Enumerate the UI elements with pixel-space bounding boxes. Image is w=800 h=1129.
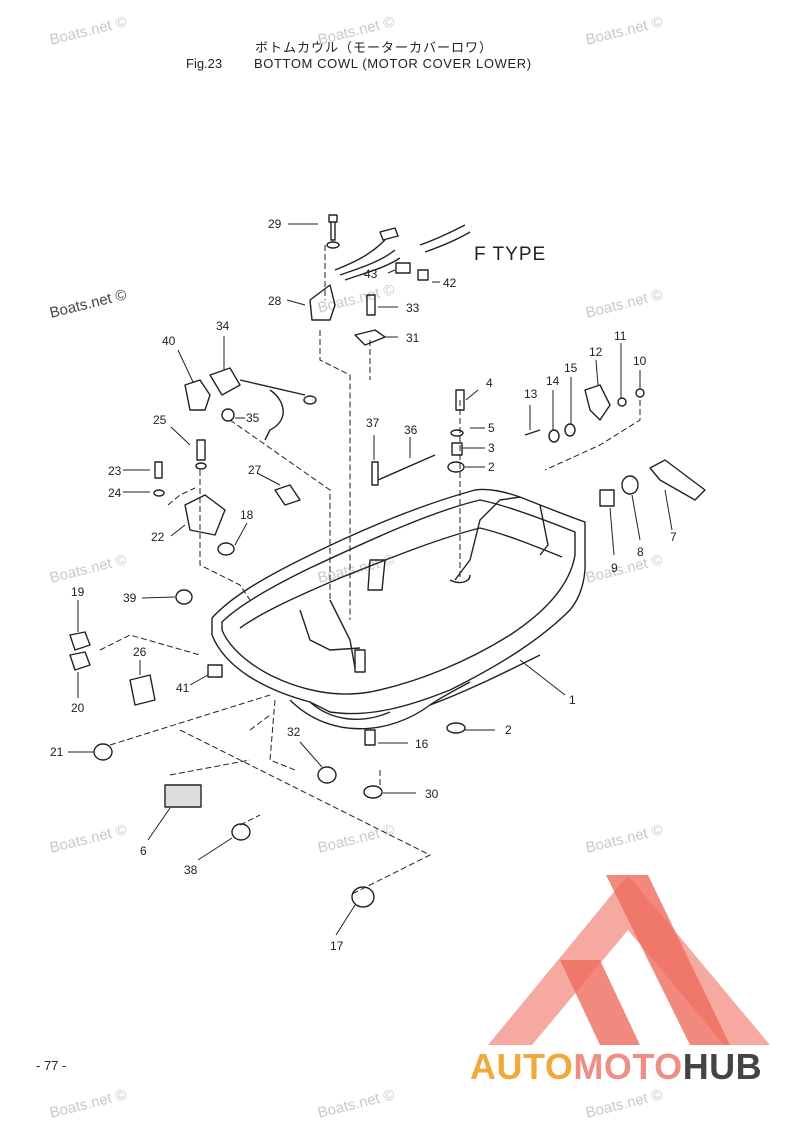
- callout-4: 4: [486, 376, 493, 390]
- pin-icon: [371, 461, 379, 486]
- callout-18: 18: [240, 508, 254, 522]
- spacer-icon: [451, 442, 463, 456]
- callout-26: 26: [133, 645, 147, 659]
- callout-19: 19: [71, 585, 85, 599]
- callout-10: 10: [633, 354, 647, 368]
- plate-icon: [129, 674, 156, 706]
- bottom-cowl-shape: [211, 488, 586, 730]
- callout-31: 31: [406, 331, 420, 345]
- grommet-icon: [217, 542, 235, 556]
- bolt-icon: [196, 439, 206, 461]
- sensor-icon: [209, 367, 317, 441]
- connector-icon: [395, 262, 411, 274]
- callout-15: 15: [564, 361, 578, 375]
- bracket-icon: [184, 494, 226, 536]
- callout-5: 5: [488, 421, 495, 435]
- japanese-title: ボトムカウル（モーターカバーロワ）: [255, 40, 494, 55]
- grommet-icon: [221, 408, 235, 422]
- washer-icon: [447, 461, 465, 473]
- plate-icon: [354, 329, 386, 346]
- washer-icon: [446, 722, 466, 734]
- callout-2-lower: 2: [505, 723, 512, 737]
- callout-39: 39: [123, 591, 137, 605]
- label-plate-icon: [164, 784, 202, 808]
- callout-25: 25: [153, 413, 167, 427]
- brand-part-auto: AUTO: [470, 1046, 574, 1087]
- callout-29: 29: [268, 217, 282, 231]
- callout-40: 40: [162, 334, 176, 348]
- washer-icon: [635, 388, 645, 398]
- grommet-icon: [93, 743, 113, 761]
- callout-24: 24: [108, 486, 122, 500]
- bracket-icon: [184, 379, 211, 411]
- callout-38: 38: [184, 863, 198, 877]
- callout-33: 33: [406, 301, 420, 315]
- clip-icon: [417, 269, 429, 281]
- lever-icon: [584, 384, 611, 421]
- screw-icon: [154, 461, 163, 479]
- callout-16: 16: [415, 737, 429, 751]
- bolt-icon: [364, 729, 376, 746]
- clip-icon: [274, 484, 301, 506]
- grommet-icon: [175, 589, 193, 605]
- screw-icon: [524, 429, 541, 436]
- callout-30: 30: [425, 787, 439, 801]
- rod-icon: [377, 454, 436, 481]
- callout-9: 9: [611, 561, 618, 575]
- leader-lines: [99, 245, 641, 896]
- callout-3: 3: [488, 441, 495, 455]
- fig-label: Fig.23: [186, 56, 223, 71]
- clip-icon: [69, 651, 91, 671]
- f-type-label: F TYPE: [474, 244, 547, 265]
- page-title: BOTTOM COWL (MOTOR COVER LOWER): [254, 56, 532, 71]
- callout-20: 20: [71, 701, 85, 715]
- bolt-part-icon: [326, 214, 340, 249]
- switch-icon: [309, 284, 336, 321]
- page-number: - 77 -: [36, 1058, 67, 1073]
- brand-wordmark: AUTOMOTOHUB: [470, 1046, 762, 1088]
- brand-logo-icon: [488, 875, 770, 1045]
- grommet-icon: [231, 823, 251, 841]
- connector-icon: [207, 664, 223, 678]
- gear-icon: [621, 475, 639, 495]
- callout-34: 34: [216, 319, 230, 333]
- callout-37: 37: [366, 416, 380, 430]
- callout-14: 14: [546, 374, 560, 388]
- plug-icon: [351, 886, 375, 908]
- bushing-icon: [599, 489, 615, 507]
- callout-13: 13: [524, 387, 538, 401]
- screw-icon: [366, 294, 376, 316]
- callout-7: 7: [670, 530, 677, 544]
- callout-labels: 29 43 42 28 33 31 40 34 35 25 23 24 27 2…: [50, 217, 677, 953]
- callout-22: 22: [151, 530, 165, 544]
- brand-part-hub: HUB: [682, 1046, 763, 1087]
- plug-icon: [317, 766, 337, 784]
- callout-8: 8: [637, 545, 644, 559]
- callout-1: 1: [569, 693, 576, 707]
- callout-41: 41: [176, 681, 190, 695]
- callout-28: 28: [268, 294, 282, 308]
- callout-6: 6: [140, 844, 147, 858]
- wire-harness-icon: [334, 224, 471, 281]
- bolt-icon: [455, 389, 465, 411]
- clip-icon: [69, 631, 91, 651]
- callout-21: 21: [50, 745, 64, 759]
- callout-36: 36: [404, 423, 418, 437]
- brand-part-moto: MOTO: [573, 1046, 683, 1087]
- washer-icon: [617, 397, 627, 407]
- callout-23: 23: [108, 464, 122, 478]
- callout-42: 42: [443, 276, 457, 290]
- grommet-icon: [363, 785, 383, 799]
- callout-12: 12: [589, 345, 603, 359]
- callout-17: 17: [330, 939, 344, 953]
- callout-2: 2: [488, 460, 495, 474]
- callout-35: 35: [246, 411, 260, 425]
- callout-leaders: [68, 223, 673, 936]
- callout-27: 27: [248, 463, 262, 477]
- callout-43: 43: [364, 267, 378, 281]
- callout-32: 32: [287, 725, 301, 739]
- lever-handle-icon: [649, 459, 706, 501]
- callout-11: 11: [614, 329, 627, 343]
